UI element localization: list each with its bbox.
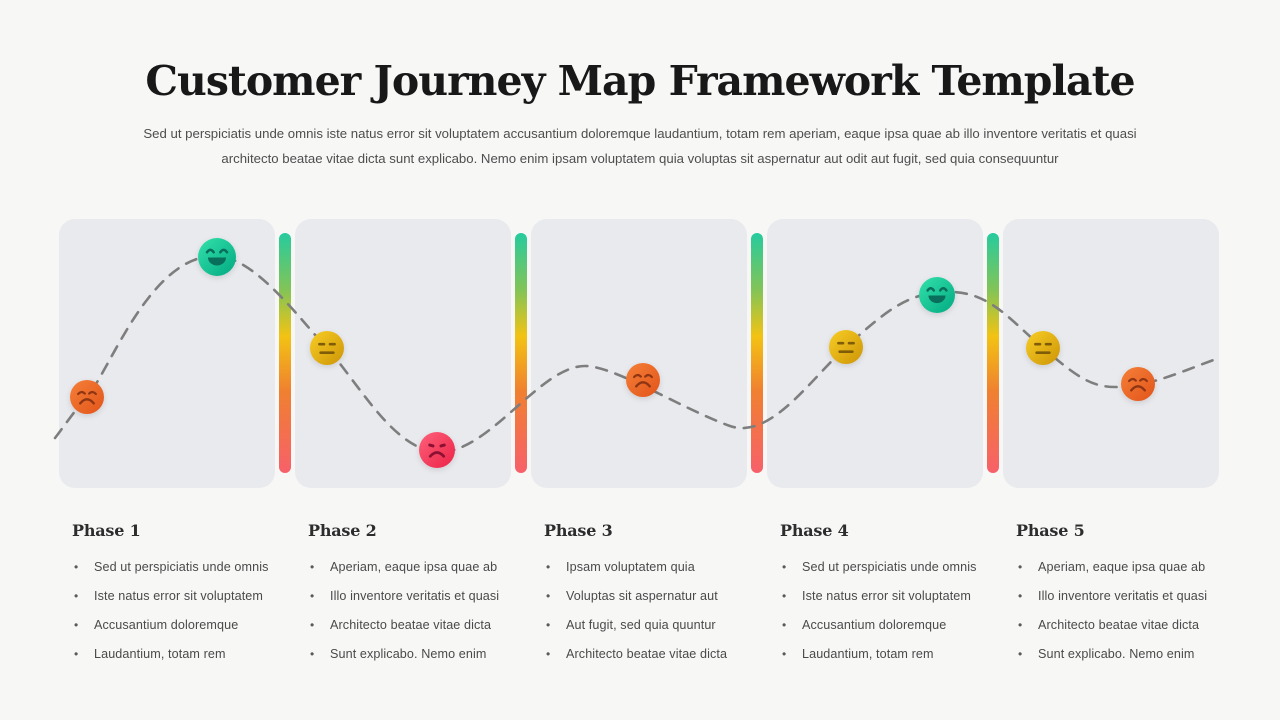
emoji-happy-icon: [919, 277, 955, 313]
bullet-item: Iste natus error sit voluptatem: [72, 590, 294, 603]
phase-5-details: Phase 5 Aperiam, eaque ipsa quae ab Illo…: [1016, 521, 1238, 677]
phase-4-bullet-list: Sed ut perspiciatis unde omnis Iste natu…: [780, 561, 1002, 661]
bullet-item: Architecto beatae vitae dicta: [1016, 619, 1238, 632]
phase-5-bullet-list: Aperiam, eaque ipsa quae ab Illo invento…: [1016, 561, 1238, 661]
bullet-item: Sed ut perspiciatis unde omnis: [72, 561, 294, 574]
bullet-item: Aperiam, eaque ipsa quae ab: [308, 561, 530, 574]
phase-2-bullet-list: Aperiam, eaque ipsa quae ab Illo invento…: [308, 561, 530, 661]
phase-4-title: Phase 4: [780, 521, 849, 540]
emoji-neutral-icon: [310, 331, 344, 365]
emoji-neutral-icon: [829, 330, 863, 364]
page-subtitle: Sed ut perspiciatis unde omnis iste natu…: [0, 121, 1280, 171]
bullet-item: Architecto beatae vitae dicta: [308, 619, 530, 632]
emotion-scale-bar-4: [987, 233, 999, 473]
subtitle-line-2: architecto beatae vitae dicta sunt expli…: [221, 151, 1059, 166]
phase-details-row: Phase 1 Sed ut perspiciatis unde omnis I…: [59, 521, 1219, 681]
phase-3-bullet-list: Ipsam voluptatem quia Voluptas sit asper…: [544, 561, 766, 661]
phase-5-title: Phase 5: [1016, 521, 1085, 540]
bullet-item: Illo inventore veritatis et quasi: [1016, 590, 1238, 603]
emotion-scale-bar-3: [751, 233, 763, 473]
phase-2-details: Phase 2 Aperiam, eaque ipsa quae ab Illo…: [308, 521, 530, 677]
subtitle-line-1: Sed ut perspiciatis unde omnis iste natu…: [143, 126, 1137, 141]
phase-1-bullet-list: Sed ut perspiciatis unde omnis Iste natu…: [72, 561, 294, 661]
phase-3-title: Phase 3: [544, 521, 613, 540]
bullet-item: Laudantium, totam rem: [780, 648, 1002, 661]
bullet-item: Accusantium doloremque: [780, 619, 1002, 632]
emoji-sad-icon: [419, 432, 455, 468]
bullet-item: Iste natus error sit voluptatem: [780, 590, 1002, 603]
phase-panel-4: [767, 219, 983, 488]
emoji-annoyed-icon: [1121, 367, 1155, 401]
phase-2-title: Phase 2: [308, 521, 377, 540]
bullet-item: Voluptas sit aspernatur aut: [544, 590, 766, 603]
phase-4-details: Phase 4 Sed ut perspiciatis unde omnis I…: [780, 521, 1002, 677]
phase-1-details: Phase 1 Sed ut perspiciatis unde omnis I…: [72, 521, 294, 677]
bullet-item: Architecto beatae vitae dicta: [544, 648, 766, 661]
bullet-item: Aperiam, eaque ipsa quae ab: [1016, 561, 1238, 574]
page-title: Customer Journey Map Framework Template: [145, 57, 1135, 105]
bullet-item: Sunt explicabo. Nemo enim: [308, 648, 530, 661]
phase-panel-3: [531, 219, 747, 488]
bullet-item: Laudantium, totam rem: [72, 648, 294, 661]
journey-chart: [53, 219, 1221, 489]
phase-3-details: Phase 3 Ipsam voluptatem quia Voluptas s…: [544, 521, 766, 677]
emoji-neutral-icon: [1026, 331, 1060, 365]
phase-1-title: Phase 1: [72, 521, 141, 540]
bullet-item: Sunt explicabo. Nemo enim: [1016, 648, 1238, 661]
emoji-annoyed-icon: [626, 363, 660, 397]
bullet-item: Ipsam voluptatem quia: [544, 561, 766, 574]
bullet-item: Aut fugit, sed quia quuntur: [544, 619, 766, 632]
emotion-scale-bar-1: [279, 233, 291, 473]
emotion-scale-bar-2: [515, 233, 527, 473]
bullet-item: Accusantium doloremque: [72, 619, 294, 632]
bullet-item: Illo inventore veritatis et quasi: [308, 590, 530, 603]
phase-panel-1: [59, 219, 275, 488]
emoji-happy-icon: [198, 238, 236, 276]
emoji-annoyed-icon: [70, 380, 104, 414]
bullet-item: Sed ut perspiciatis unde omnis: [780, 561, 1002, 574]
